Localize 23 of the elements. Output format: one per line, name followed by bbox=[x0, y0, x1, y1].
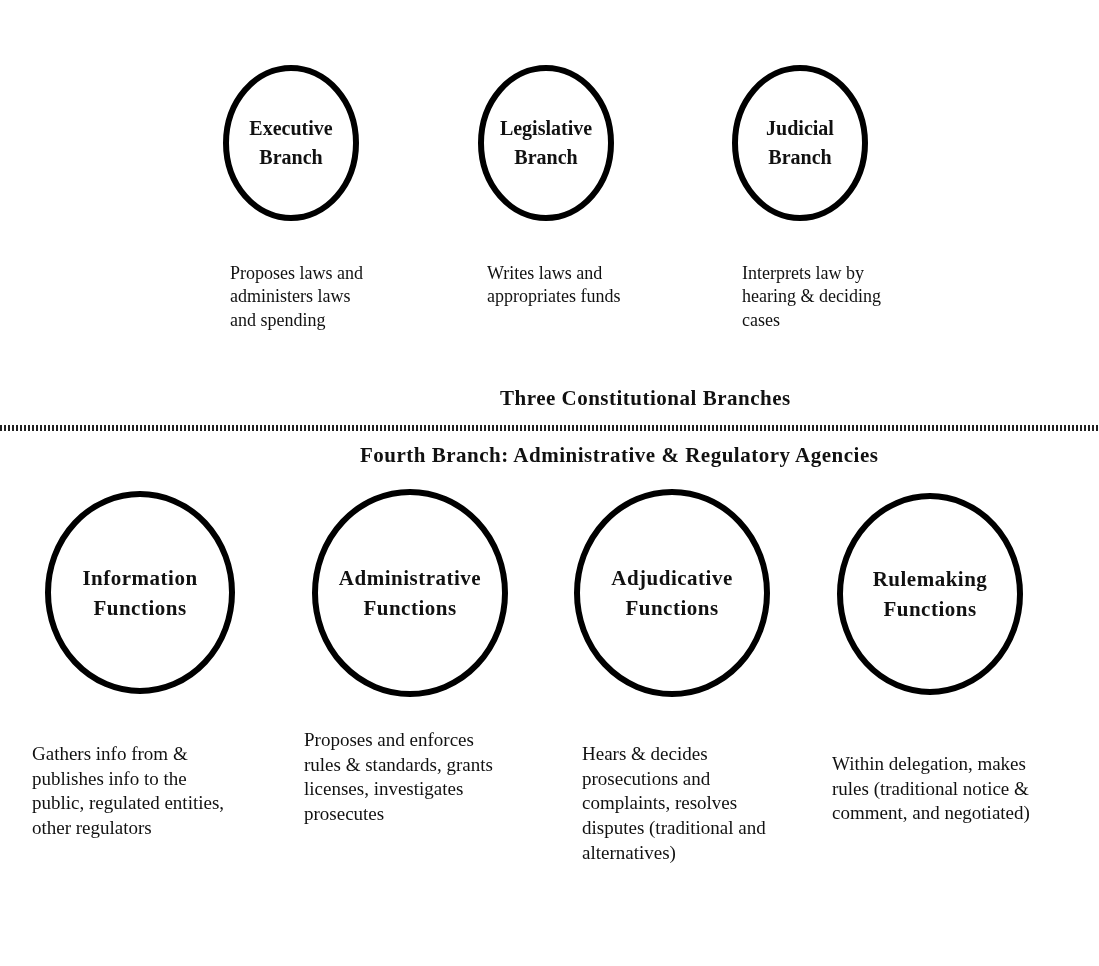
node-title: Information Functions bbox=[81, 564, 199, 622]
node-title: Rulemaking Functions bbox=[871, 565, 989, 623]
oval-node bbox=[573, 488, 771, 698]
description-text: Proposes and enforces rules & standards, grants licenses, investigates prosecutes bbox=[304, 728, 494, 827]
description-text: Interprets law by hearing & deciding cases bbox=[742, 262, 882, 332]
description-text: Gathers info from & publishes info to the public, regulated entities, other regulators bbox=[32, 742, 226, 841]
description-text: Writes laws and appropriates funds bbox=[487, 262, 622, 309]
node-title: Adjudicative Functions bbox=[610, 564, 734, 622]
section-heading: Fourth Branch: Administrative & Regulatory Agencies bbox=[360, 443, 879, 468]
oval-node bbox=[222, 64, 360, 222]
node-title: Judicial Branch bbox=[765, 116, 835, 170]
oval-node bbox=[477, 64, 615, 222]
oval-node bbox=[731, 64, 869, 222]
description-text: Proposes laws and administers laws and spending bbox=[230, 262, 364, 332]
node-title: Legislative Branch bbox=[498, 116, 594, 170]
node-title: Administrative Functions bbox=[337, 564, 483, 622]
section-heading: Three Constitutional Branches bbox=[500, 386, 791, 411]
description-text: Hears & decides prosecutions and complaints, resolves disputes (traditional and alternatives) bbox=[582, 742, 767, 865]
node-title: Executive Branch bbox=[248, 116, 334, 170]
oval-node bbox=[836, 492, 1024, 696]
oval-node bbox=[311, 488, 509, 698]
oval-node bbox=[44, 490, 236, 695]
description-text: Within delegation, makes rules (traditional notice & comment, and negotiated) bbox=[832, 752, 1031, 826]
